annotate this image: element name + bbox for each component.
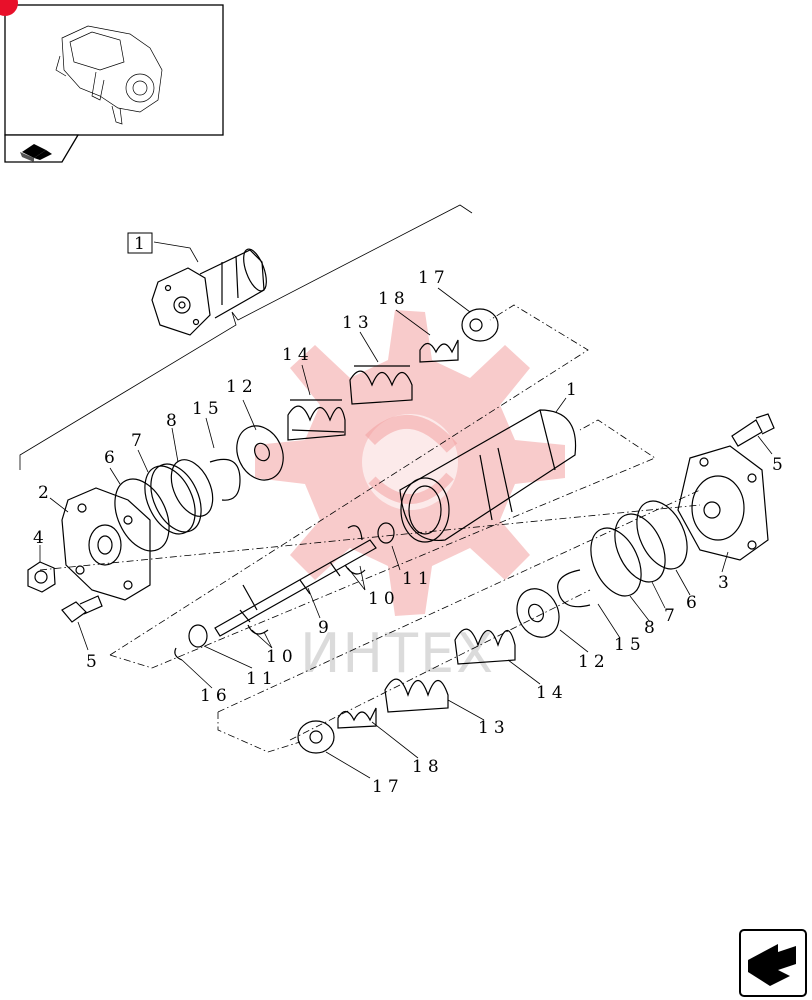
callout-2: 2	[38, 483, 54, 503]
callout-ref-1: 1	[134, 234, 150, 254]
callout-5-left: 5	[86, 652, 102, 672]
callout-11-lower: 11	[246, 669, 278, 689]
callout-15: 15	[192, 399, 224, 419]
callout-12-right: 12	[578, 652, 610, 672]
spool-assembly-reference	[151, 248, 267, 336]
red-badge-icon	[0, 0, 18, 16]
watermark-text: ИНТЕХ	[300, 622, 495, 685]
bolt-right	[731, 413, 775, 447]
assembly-boundary-lines	[19, 204, 701, 753]
bolt-left	[61, 595, 103, 623]
callout-8: 8	[166, 411, 182, 431]
callout-4: 4	[33, 528, 49, 548]
spool-shaft	[174, 522, 395, 661]
callout-18-lower: 18	[412, 757, 444, 777]
callout-3: 3	[718, 573, 734, 593]
callout-9: 9	[318, 618, 334, 638]
springs-upper	[287, 308, 499, 441]
callout-11-upper: 11	[402, 569, 434, 589]
hex-nut	[27, 561, 56, 593]
callout-1: 1	[566, 380, 582, 400]
end-cap-right	[677, 445, 769, 561]
callout-6-right: 6	[686, 593, 702, 613]
reference-box	[127, 232, 153, 254]
seal-rings-left	[114, 425, 284, 552]
pump-thumbnail-image	[55, 25, 163, 125]
callout-10-lower: 10	[266, 647, 298, 667]
callout-17-lower: 17	[372, 777, 404, 797]
callout-14: 14	[282, 345, 314, 365]
callout-15-right: 15	[614, 635, 646, 655]
springs-lower	[297, 628, 516, 754]
callout-18: 18	[378, 289, 410, 309]
end-cap-left	[61, 487, 151, 601]
seal-rings-right	[516, 500, 688, 638]
callout-13-lower: 13	[478, 718, 510, 738]
callout-7-right: 7	[664, 606, 680, 626]
callout-13: 13	[342, 313, 374, 333]
callout-14-lower: 14	[536, 683, 568, 703]
callout-10-upper: 10	[368, 589, 400, 609]
callout-12: 12	[226, 377, 258, 397]
watermark-logo: ИНТЕХ	[255, 310, 565, 685]
thumbnail-panel[interactable]	[0, 0, 224, 163]
next-page-arrow-icon[interactable]	[739, 929, 807, 997]
book-open-icon	[20, 144, 52, 162]
valve-sleeve	[399, 409, 577, 543]
callout-7: 7	[131, 431, 147, 451]
leader-lines	[39, 241, 773, 779]
callout-5-right: 5	[772, 455, 788, 475]
callout-17: 17	[418, 268, 450, 288]
callout-16: 16	[200, 686, 232, 706]
callout-8-right: 8	[644, 618, 660, 638]
callout-6: 6	[104, 448, 120, 468]
